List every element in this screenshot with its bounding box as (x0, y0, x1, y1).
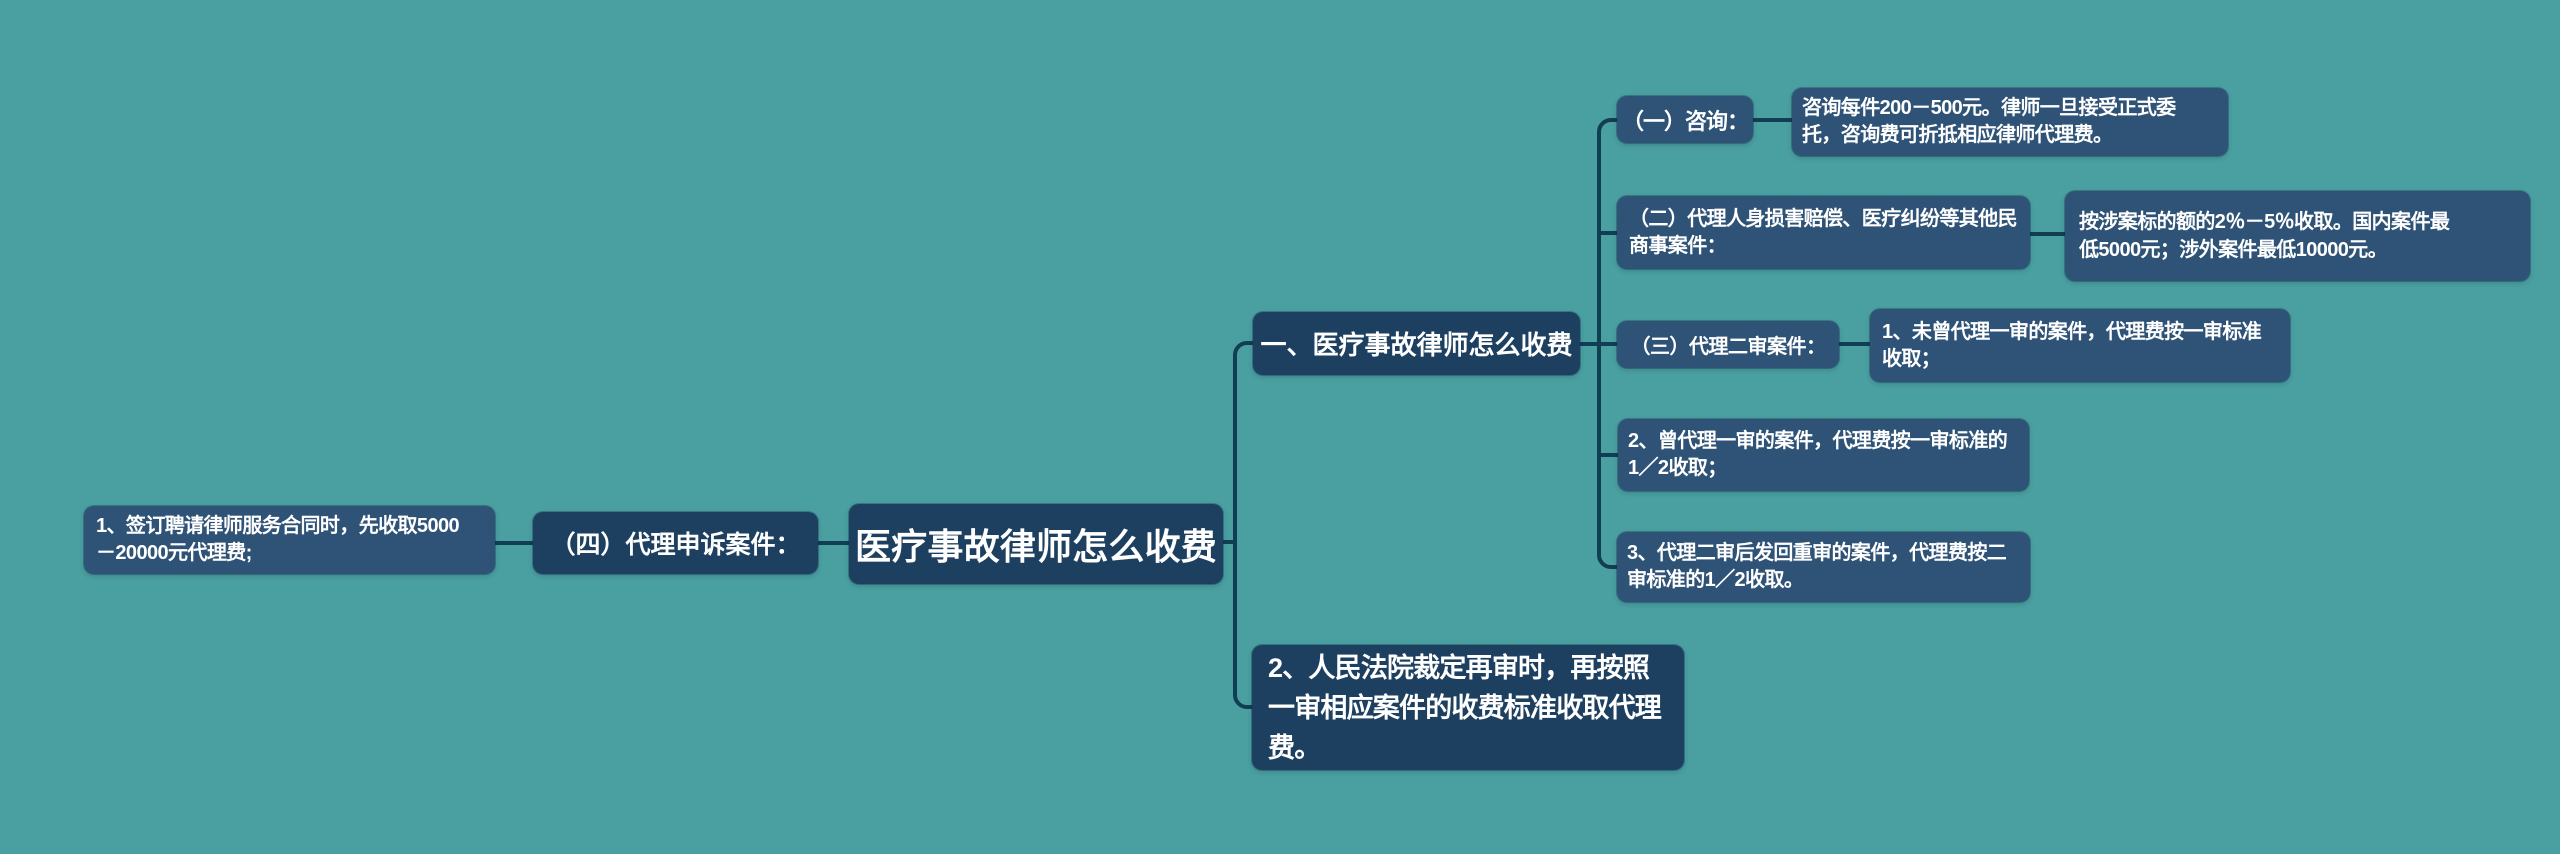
detail-node-civil-commercial-fee[interactable]: 按涉案标的额的2％－5％收取。国内案件最 低5000元；涉外案件最低10000元… (2065, 191, 2530, 281)
child-node-consultation[interactable]: （一）咨询： (1617, 96, 1753, 143)
branch-node-appeal-cases[interactable]: （四）代理申诉案件： (533, 512, 818, 574)
detail-node-second-instance-rule3[interactable]: 3、代理二审后发回重审的案件，代理费按二 审标准的1／2收取。 (1617, 532, 2030, 602)
child-node-second-instance-cases[interactable]: （三）代理二审案件： (1617, 321, 1839, 368)
connector-right-trunk (1233, 341, 1253, 709)
detail-node-appeal-fee[interactable]: 1、签订聘请律师服务合同时，先收取5000 －20000元代理费; (84, 506, 495, 574)
branch-node-how-lawyers-charge[interactable]: 一、医疗事故律师怎么收费 (1253, 312, 1580, 375)
root-node[interactable]: 医疗事故律师怎么收费 (849, 504, 1223, 584)
note-node-retrial-fee[interactable]: 2、人民法院裁定再审时，再按照 一审相应案件的收费标准收取代理 费。 (1252, 645, 1684, 770)
detail-node-second-instance-rule2[interactable]: 2、曾代理一审的案件，代理费按一审标准的 1／2收取； (1618, 419, 2029, 491)
child-node-civil-commercial-cases[interactable]: （二）代理人身损害赔偿、医疗纠纷等其他民 商事案件： (1617, 196, 2030, 269)
detail-node-second-instance-rule1[interactable]: 1、未曾代理一审的案件，代理费按一审标准 收取； (1870, 309, 2290, 382)
detail-node-consultation-fee[interactable]: 咨询每件200－500元。律师一旦接受正式委 托，咨询费可折抵相应律师代理费。 (1792, 88, 2228, 156)
